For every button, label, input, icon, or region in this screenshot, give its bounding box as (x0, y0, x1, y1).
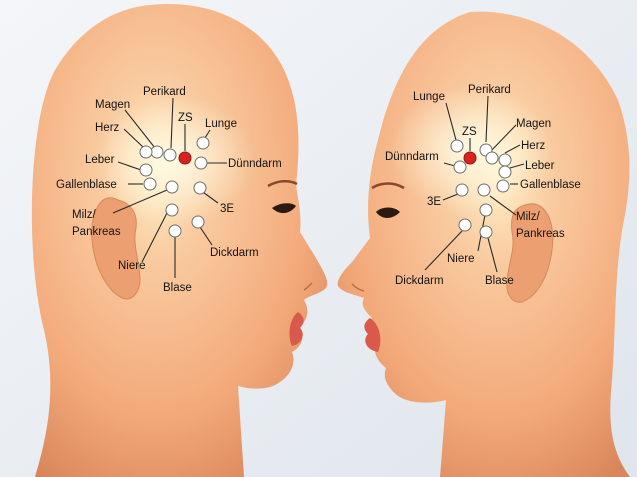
right-leader-dickdarm (424, 230, 463, 271)
right-eyebrow (371, 182, 405, 190)
right-point-drei-e (455, 183, 469, 197)
left-point-gallenblase (143, 177, 157, 191)
left-label-zs: ZS (178, 112, 193, 124)
right-leader-perikard (485, 95, 489, 143)
left-label-perikard: Perikard (143, 86, 186, 98)
right-leader-herz (504, 144, 521, 154)
left-point-perikard (163, 148, 177, 162)
left-label-herz: Herz (95, 122, 120, 134)
left-label-niere: Niere (118, 260, 145, 272)
left-label-lunge: Lunge (205, 118, 237, 130)
right-nostril (351, 283, 365, 292)
left-leader-magen (124, 109, 156, 149)
left-head (31, 3, 328, 477)
right-label-magen: Magen (516, 118, 551, 130)
left-labels: Perikard Magen ZS Lunge Herz Leber Dünnd… (56, 86, 282, 294)
left-label-pankreas: Pankreas (72, 226, 121, 238)
left-point-lunge (196, 136, 210, 150)
left-label-leber: Leber (85, 154, 115, 166)
left-head-highlight (95, 95, 255, 225)
right-point-zs (463, 151, 477, 165)
left-eyebrow (267, 180, 298, 188)
right-point-lunge (450, 139, 464, 153)
left-point-magen (150, 145, 164, 159)
left-point-milz (165, 180, 179, 194)
left-eye (272, 203, 296, 214)
right-point-niere (479, 203, 493, 217)
left-label-dickdarm: Dickdarm (210, 247, 259, 259)
right-label-perikard: Perikard (468, 84, 511, 96)
right-label-dickdarm: Dickdarm (395, 275, 444, 287)
right-label-duenndarm: Dünndarm (385, 151, 439, 163)
left-leader-herz (123, 128, 144, 148)
left-leader-dickdarm (199, 226, 213, 246)
right-eye (376, 207, 400, 218)
right-leader-leber (509, 163, 525, 169)
left-head-silhouette (31, 3, 328, 477)
right-point-leber (498, 165, 512, 179)
right-label-lunge: Lunge (413, 91, 445, 103)
right-leader-milz (489, 195, 517, 216)
right-leader-blase (487, 237, 498, 273)
left-point-niere (165, 203, 179, 217)
right-leader-drei-e (442, 193, 459, 201)
left-ear (91, 197, 141, 300)
left-label-drei-e: 3E (220, 203, 234, 215)
right-point-dickdarm (458, 218, 472, 232)
right-label-zs: ZS (462, 126, 477, 138)
left-leader-leber (117, 161, 142, 171)
left-leader-milz (112, 189, 168, 214)
left-label-magen: Magen (95, 99, 130, 111)
right-leader-magen (489, 124, 517, 153)
right-point-blase (479, 225, 493, 239)
right-label-drei-e: 3E (427, 196, 441, 208)
left-point-blase (168, 224, 182, 238)
right-point-duenndarm (453, 160, 467, 174)
right-labels: Lunge Perikard ZS Magen Dünndarm Herz Le… (385, 84, 581, 287)
left-point-dickdarm (191, 215, 205, 229)
right-leader-lunge (445, 102, 457, 141)
left-label-blase: Blase (163, 282, 192, 294)
left-label-gallenblase: Gallenblase (56, 179, 117, 191)
right-label-leber: Leber (525, 160, 555, 172)
right-point-magen (485, 151, 499, 165)
right-label-niere: Niere (447, 253, 474, 265)
left-point-leber (139, 163, 153, 177)
right-point-herz (498, 153, 512, 167)
right-lips (364, 318, 381, 352)
right-leader-duenndarm (443, 162, 456, 167)
left-leader-perikard (170, 97, 174, 149)
left-point-zs (178, 151, 192, 165)
right-point-milz (477, 183, 491, 197)
right-label-pankreas: Pankreas (516, 228, 565, 240)
right-label-gallenblase: Gallenblase (520, 179, 581, 191)
right-label-herz: Herz (521, 140, 546, 152)
right-label-blase: Blase (485, 275, 514, 287)
left-point-duenndarm (194, 156, 208, 170)
left-point-herz (139, 145, 153, 159)
right-point-gallenblase (496, 179, 510, 193)
left-point-drei-e (193, 181, 207, 195)
left-leader-niere (141, 212, 168, 263)
left-nostril (303, 282, 313, 291)
left-label-milz: Milz/ (72, 209, 96, 221)
right-label-milz: Milz/ (516, 211, 540, 223)
left-label-duenndarm: Dünndarm (228, 158, 282, 170)
left-lips (289, 312, 304, 346)
right-ear (506, 203, 554, 303)
